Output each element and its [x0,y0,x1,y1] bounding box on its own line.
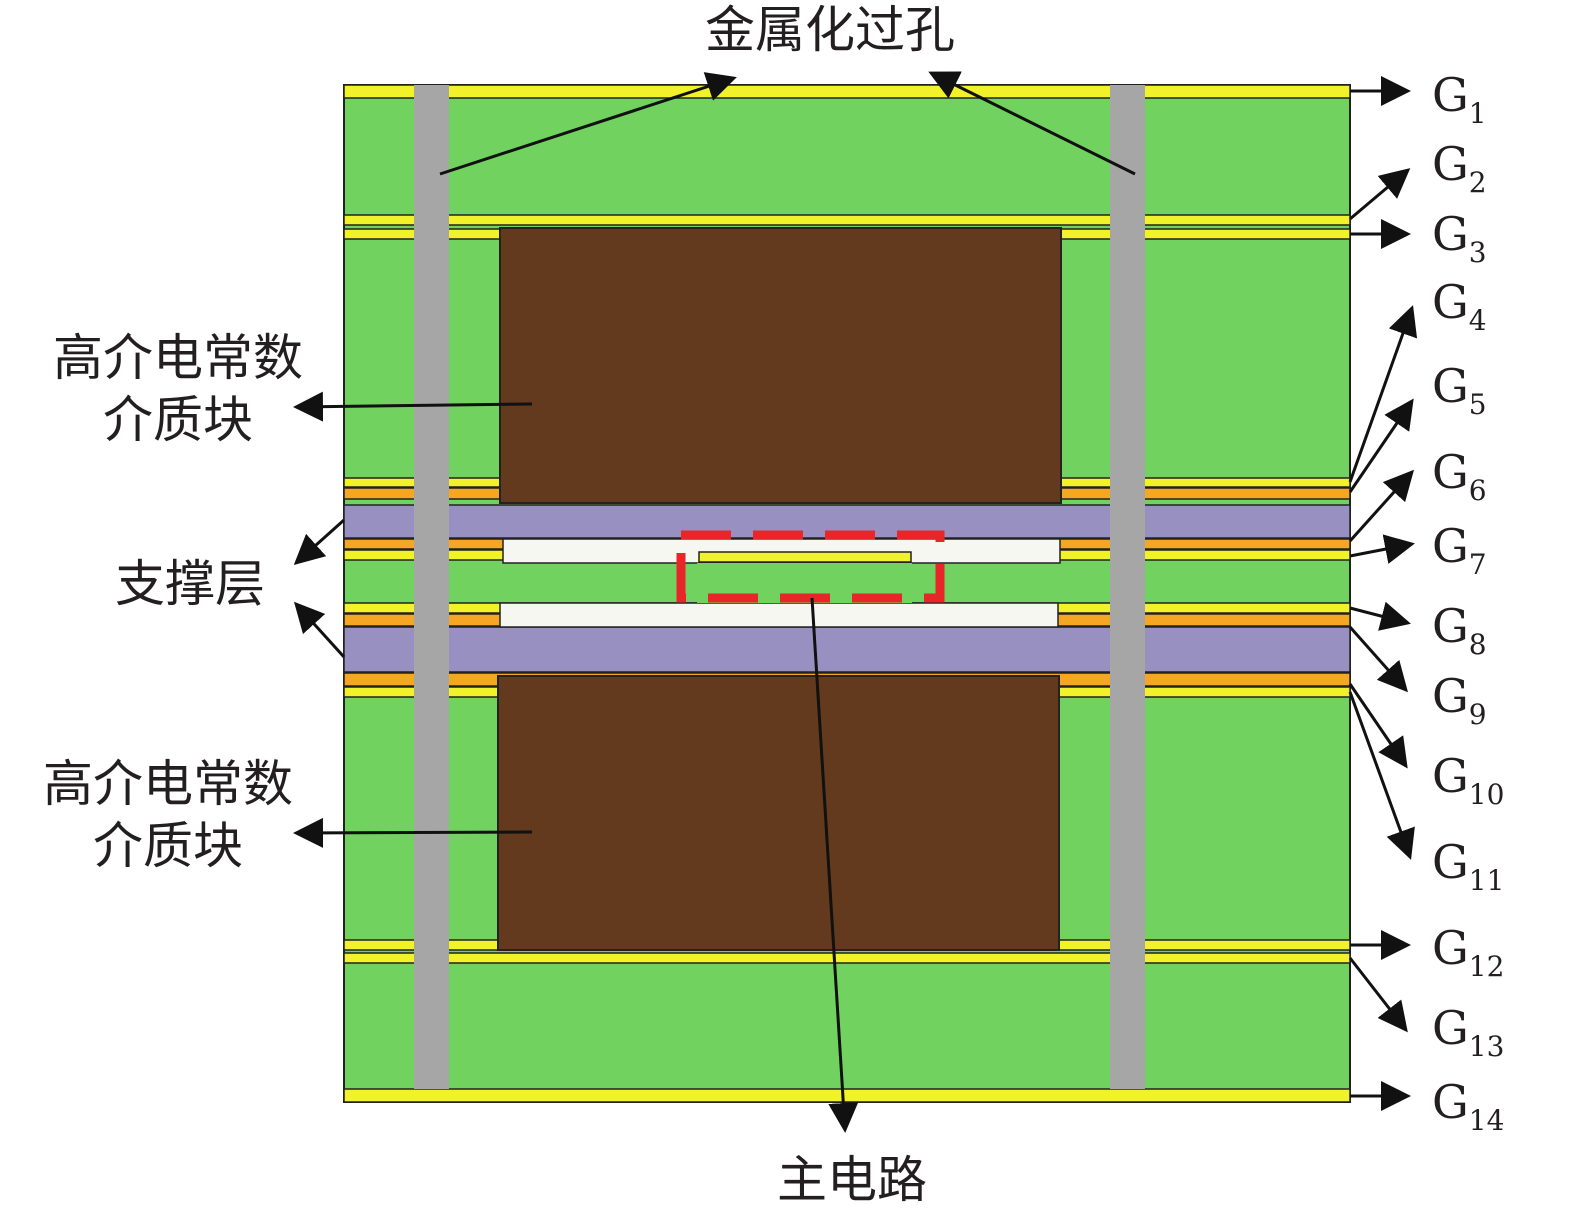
layer-label-g5: G5 [1432,359,1487,421]
layer-letter: G [1432,207,1469,261]
layer-index: 12 [1469,950,1505,983]
arrow-g8 [1349,601,1411,631]
layer-label-g1: G1 [1432,68,1487,130]
layer-index: 10 [1469,778,1505,811]
arrow-via-left [439,72,737,176]
arrow-g4 [1348,305,1418,483]
layer-letter: G [1432,1001,1469,1055]
support-layer-lower [343,626,1351,673]
arrow-via-right [928,71,1136,176]
main-circuit-highlight [676,530,945,603]
dielectric-block-label-upper-line2: 介质块 [103,391,253,449]
layer-letter: G [1432,359,1469,413]
layer-index: 6 [1469,474,1487,507]
layer-label-g12: G12 [1432,921,1504,983]
layer-label-g14: G14 [1432,1075,1504,1137]
layer-letter: G [1432,749,1469,803]
main-circuit-label: 主电路 [777,1151,927,1209]
annotation-arrows [293,71,1418,1133]
layer-index: 8 [1469,628,1487,661]
layer-label-g8: G8 [1432,599,1487,661]
layer-letter: G [1432,599,1469,653]
layer-index: 11 [1469,864,1505,897]
layer-letter: G [1432,835,1469,889]
arrow-g2 [1349,168,1411,221]
arrow-dielectric-upper [293,391,533,422]
layer-index: 1 [1469,97,1487,130]
arrow-g9 [1348,626,1408,693]
layer-label-g11: G11 [1432,835,1504,897]
arrow-g7 [1349,534,1415,564]
dielectric-block-upper [499,227,1062,504]
dielectric-block-label-upper-line1: 高介电常数 [53,329,303,387]
layer-index: 7 [1469,548,1487,581]
layer-letter: G [1432,275,1469,329]
arrow-support-lower [293,601,346,659]
metal-layer-g14 [343,1088,1351,1103]
dielectric-block-lower [497,675,1060,951]
layer-index: 4 [1469,304,1487,337]
layer-index: 13 [1469,1030,1505,1063]
layer-letter: G [1432,445,1469,499]
arrow-g13 [1348,957,1408,1033]
dielectric-block-label-lower-line1: 高介电常数 [43,755,293,813]
arrow-g11 [1348,691,1415,860]
via-left [414,85,449,1089]
layer-letter: G [1432,137,1469,191]
layer-label-g3: G3 [1432,207,1487,269]
via-right [1110,85,1145,1089]
arrow-g6 [1348,469,1415,543]
layer-label-g2: G2 [1432,137,1487,199]
layer-label-g13: G13 [1432,1001,1504,1063]
layer-letter: G [1432,669,1469,723]
metal-layer-g13 [343,952,1351,964]
layer-index: 2 [1469,166,1487,199]
layer-index: 5 [1469,388,1487,421]
support-layer-label: 支撑层 [115,555,265,613]
via-label: 金属化过孔 [705,1,955,59]
layer-label-g7: G7 [1432,519,1487,581]
metal-layer-g1 [343,84,1351,99]
layer-labels: G1 G2 G3 G4 G5 G6 G7 G8 G9 G10 G11 G12 G… [1432,68,1504,1137]
layer-letter: G [1432,519,1469,573]
arrow-support-upper [293,518,346,566]
metal-layer-g2 [343,214,1351,226]
layer-index: 14 [1469,1104,1505,1137]
layer-index: 3 [1469,236,1487,269]
layer-label-g4: G4 [1432,275,1487,337]
arrow-g10 [1348,683,1408,769]
arrow-dielectric-lower [293,817,533,848]
layer-label-g10: G10 [1432,749,1504,811]
layer-label-g6: G6 [1432,445,1487,507]
dielectric-block-label-lower-line2: 介质块 [93,817,243,875]
arrow-g5 [1348,398,1414,493]
layer-letter: G [1432,1075,1469,1129]
layer-letter: G [1432,68,1469,122]
layer-label-g9: G9 [1432,669,1487,731]
main-circuit-strip [698,551,912,563]
layer-letter: G [1432,921,1469,975]
arrow-main-circuit [810,597,859,1133]
cavity-lower [499,602,1059,628]
layer-index: 9 [1469,698,1487,731]
